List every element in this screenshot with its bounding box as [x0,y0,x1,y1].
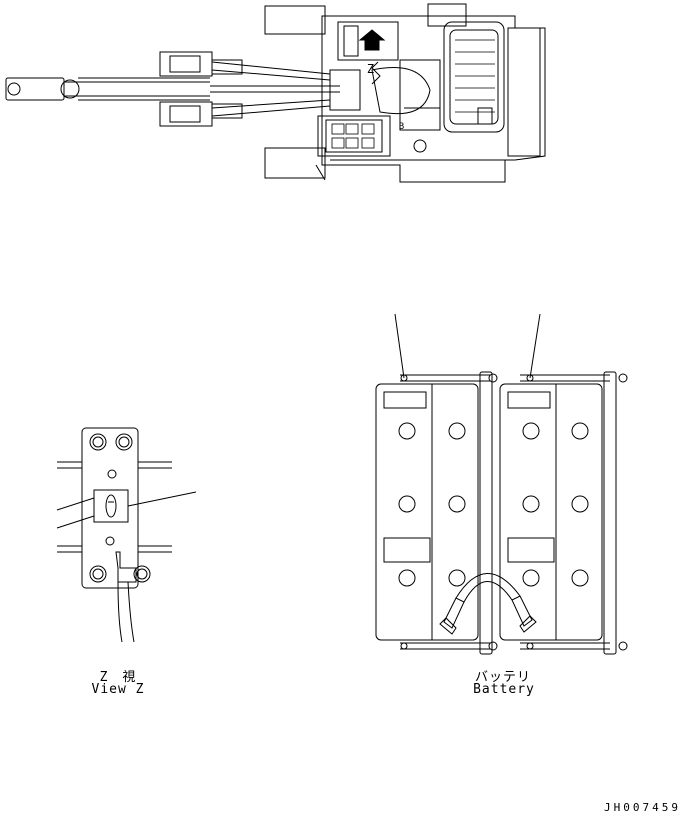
switch-bracket [81,427,139,589]
battery-detail [375,313,628,655]
view-z-detail [56,427,197,643]
battery-left-label-plate [383,391,427,409]
view-z-jp-label: Z 視 [99,670,137,685]
battery-right [499,383,603,641]
excavator-top-view [5,3,546,183]
battery-right-label-plate [507,391,551,409]
battery-jp-label: バッテリ [474,670,531,685]
drawing-code: JH007459 [604,801,681,814]
view-z-en-label: View Z [91,682,145,697]
top-view-b-marker: B [398,122,406,132]
boom-arm [5,51,361,127]
top-view-z-marker: Z [366,62,376,76]
battery-en-label: Battery [473,682,535,697]
battery-left [375,383,479,641]
